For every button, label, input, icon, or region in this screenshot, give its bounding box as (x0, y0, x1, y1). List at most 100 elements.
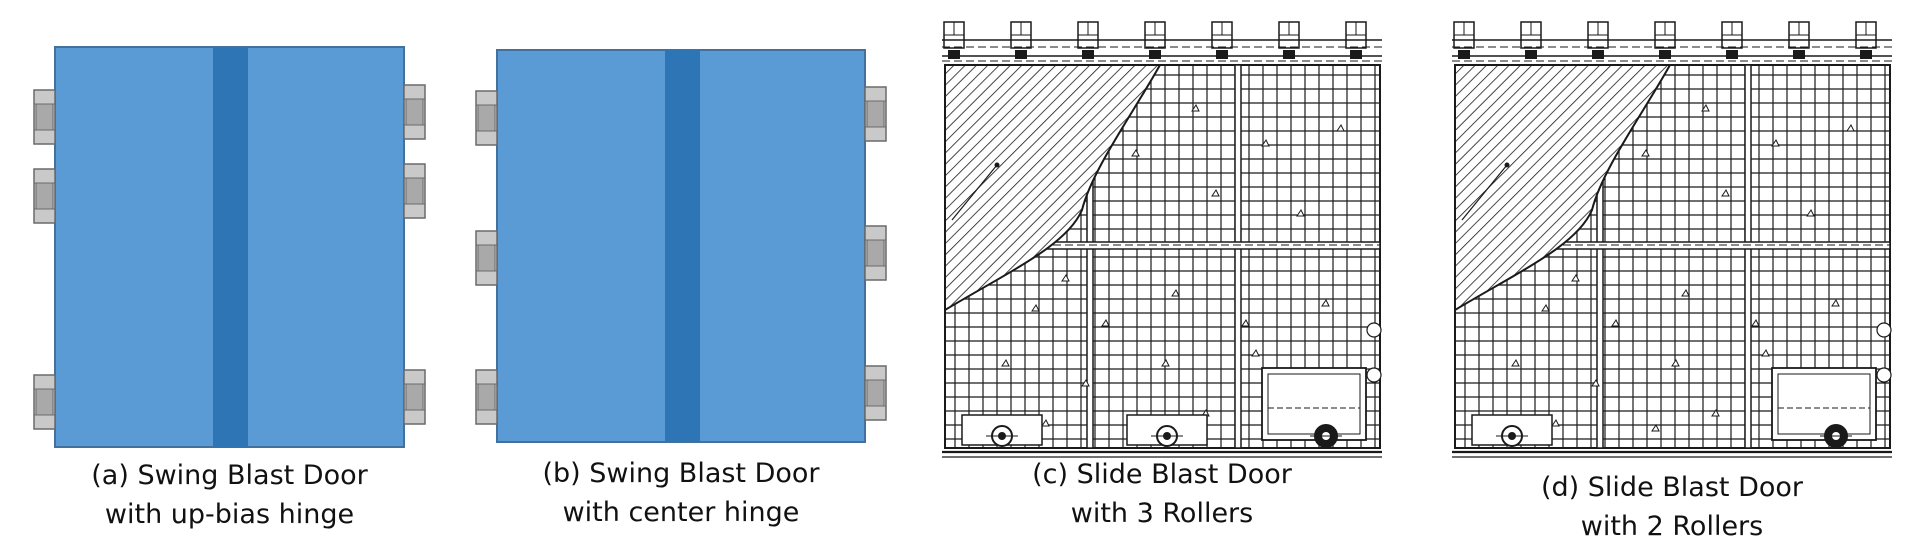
annotation-triangle (1511, 359, 1520, 367)
annotation-triangle (1806, 209, 1815, 217)
track-trolley (1788, 21, 1810, 59)
track-trolley (1587, 21, 1609, 59)
leader-line (1461, 164, 1508, 221)
bolt-flange (1876, 322, 1892, 338)
roller-icon (1471, 414, 1553, 447)
trolley-clamp (948, 50, 960, 59)
hinge-knuckle (477, 244, 496, 272)
hinge-set-left (33, 89, 56, 430)
annotation-triangle (1211, 189, 1220, 197)
trolley-clamp (1149, 50, 1161, 59)
vertical-rib (1234, 64, 1242, 449)
annotation-triangle (1061, 274, 1070, 282)
hinge-icon (33, 89, 56, 145)
annotation-triangle (1641, 149, 1650, 157)
track-trolley (1654, 21, 1676, 59)
annotation-triangle (1721, 189, 1730, 197)
roller-icon (1310, 424, 1342, 448)
trolley-clamp (1216, 50, 1228, 59)
leader-dot (1504, 162, 1510, 168)
hatched-section (1454, 64, 1672, 312)
annotation-triangle (1001, 359, 1010, 367)
trolley-clamp (1726, 50, 1738, 59)
annotation-triangle (1241, 319, 1250, 327)
trolley-clamp (1592, 50, 1604, 59)
annotation-triangle (1081, 379, 1090, 387)
hinge-set-right (403, 84, 426, 425)
annotation-triangle (1711, 409, 1720, 417)
bolt-flange (1876, 367, 1892, 383)
panel-c-slide-door-3-rollers (942, 21, 1382, 458)
hatched-section (944, 64, 1162, 312)
caption-a-line1: (a) Swing Blast Door (91, 460, 368, 491)
annotation-triangle (1831, 299, 1840, 307)
hinge-knuckle (866, 239, 885, 267)
track-trolley (1855, 21, 1877, 59)
caption-b: (b) Swing Blast Door with center hinge (497, 454, 865, 532)
caption-d-line1: (d) Slide Blast Door (1541, 472, 1803, 503)
hinge-knuckle (866, 100, 885, 128)
annotation-triangle (1846, 124, 1855, 132)
equipment-box-inner (1267, 373, 1361, 435)
hinge-set-right (864, 86, 887, 421)
caption-c-line1: (c) Slide Blast Door (1032, 459, 1292, 490)
hinge-icon (864, 365, 887, 421)
annotation-triangle (1681, 289, 1690, 297)
hinge-knuckle (35, 182, 54, 210)
annotation-triangle (1336, 124, 1345, 132)
bolt-flange (1366, 322, 1382, 338)
annotation-triangle (1191, 104, 1200, 112)
caption-b-line1: (b) Swing Blast Door (542, 458, 820, 489)
hinge-knuckle (35, 103, 54, 131)
track-trolley (1144, 21, 1166, 59)
hinge-knuckle (35, 388, 54, 416)
annotation-triangle (1296, 209, 1305, 217)
annotation-triangle (1251, 349, 1260, 357)
door-center-strip (665, 50, 700, 442)
vertical-rib (1744, 64, 1752, 449)
track-trolley (1211, 21, 1233, 59)
trolley-clamp (1350, 50, 1362, 59)
trolley-clamp (1458, 50, 1470, 59)
annotation-triangle (1551, 419, 1560, 427)
panel-d-slide-door-2-rollers (1452, 21, 1892, 458)
trolley-clamp (1860, 50, 1872, 59)
annotation-triangle (1131, 149, 1140, 157)
panel-a-swing-door-up-bias (33, 46, 426, 448)
annotation-triangle (1571, 274, 1580, 282)
door-center-strip (213, 47, 248, 447)
track-trolley (1077, 21, 1099, 59)
annotation-triangle (1611, 319, 1620, 327)
leader-line (951, 164, 998, 221)
leader-dot (994, 162, 1000, 168)
trolley-clamp (1793, 50, 1805, 59)
hinge-knuckle (405, 98, 424, 126)
hinge-knuckle (866, 379, 885, 407)
caption-c: (c) Slide Blast Door with 3 Rollers (942, 455, 1382, 533)
annotation-triangle (1651, 424, 1660, 432)
track-trolley (1278, 21, 1300, 59)
annotation-triangle (1761, 349, 1770, 357)
track-trolley (1453, 21, 1475, 59)
trolley-clamp (1659, 50, 1671, 59)
caption-a-line2: with up-bias hinge (104, 499, 355, 530)
trolley-clamp (1525, 50, 1537, 59)
roller-icon (1820, 424, 1852, 448)
annotation-triangle (1701, 104, 1710, 112)
hinge-set-left (475, 90, 498, 425)
hinge-icon (864, 225, 887, 281)
hinge-knuckle (477, 383, 496, 411)
hinge-icon (403, 84, 426, 140)
annotation-triangle (1171, 289, 1180, 297)
annotation-triangle (1591, 379, 1600, 387)
equipment-box (1261, 367, 1367, 441)
caption-c-line2: with 3 Rollers (1070, 498, 1254, 529)
track-trolley (1520, 21, 1542, 59)
hinge-icon (33, 374, 56, 430)
hinge-icon (864, 86, 887, 142)
caption-a: (a) Swing Blast Door with up-bias hinge (55, 456, 404, 534)
equipment-box (1771, 367, 1877, 441)
track-trolley (1721, 21, 1743, 59)
roller-icon (961, 414, 1043, 447)
